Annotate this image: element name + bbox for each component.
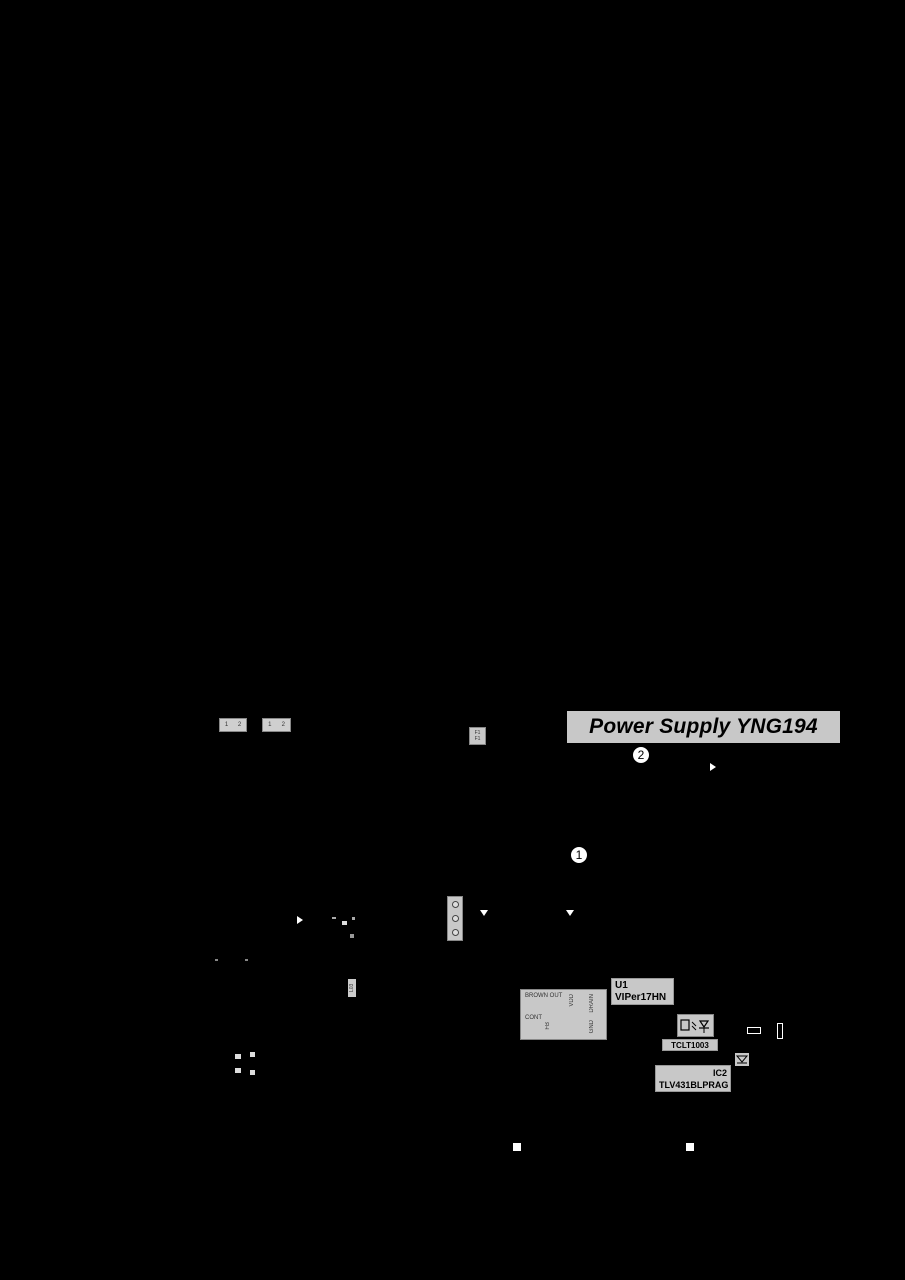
arrow-right-icon	[297, 916, 303, 924]
fuse-block: F1 F1	[469, 727, 486, 745]
connector-j2: 1 2	[262, 718, 291, 732]
component-fragment	[215, 959, 218, 961]
optocoupler-icon	[680, 1019, 710, 1033]
ic2-label: IC2 TLV431BLPRAG	[655, 1065, 731, 1092]
arrow-down-icon	[480, 910, 488, 916]
optocoupler-label: TCLT1003	[662, 1039, 718, 1051]
bridge-diode-icon	[250, 1052, 255, 1057]
connector-j1: 1 2	[219, 718, 247, 732]
small-component-label: L03	[348, 979, 356, 997]
schematic-title-bar: Power Supply YNG194	[567, 711, 840, 743]
arrow-right-icon	[710, 763, 716, 771]
pin-gnd-label: GND	[589, 1020, 595, 1034]
pin-fb-label: FB	[545, 1022, 551, 1030]
u1-part: VIPer17HN	[615, 992, 667, 1003]
component-fragment	[350, 934, 354, 938]
bridge-diode-icon	[235, 1054, 241, 1059]
shunt-regulator-icon	[735, 1055, 749, 1064]
bridge-diode-icon	[235, 1068, 241, 1073]
resistor-icon	[747, 1027, 761, 1034]
pin-icon	[451, 900, 459, 908]
component-fragment	[342, 921, 347, 925]
component-fragment	[352, 917, 355, 920]
arrow-down-icon	[566, 910, 574, 916]
ic2-ref: IC2	[712, 1068, 727, 1078]
u1-label: U1 VIPer17HN	[611, 978, 674, 1005]
pin-brown-out-label: BROWN OUT	[525, 993, 563, 999]
marker-1: 1	[570, 846, 588, 864]
component-fragment	[245, 959, 248, 961]
test-point-square-icon	[513, 1143, 521, 1151]
marker-2: 2	[632, 746, 650, 764]
test-point-square-icon	[686, 1143, 694, 1151]
pin-vdd-label: VDD	[569, 994, 575, 1007]
pin-icon	[451, 914, 459, 922]
pin-header	[447, 896, 463, 941]
pin-icon	[451, 929, 459, 937]
u1-ref: U1	[615, 980, 628, 991]
u1-chip: BROWN OUT CONT FB VDD DRAIN GND	[520, 989, 607, 1040]
ic2-part: TLV431BLPRAG	[659, 1080, 729, 1090]
component-fragment	[332, 917, 336, 919]
ic2-symbol-icon	[735, 1053, 749, 1066]
pin-cont-label: CONT	[525, 1015, 542, 1021]
bridge-diode-icon	[250, 1070, 255, 1075]
optocoupler-symbol	[677, 1014, 714, 1037]
capacitor-icon	[777, 1023, 783, 1039]
schematic-title: Power Supply YNG194	[589, 715, 818, 738]
pin-drain-label: DRAIN	[589, 994, 595, 1013]
